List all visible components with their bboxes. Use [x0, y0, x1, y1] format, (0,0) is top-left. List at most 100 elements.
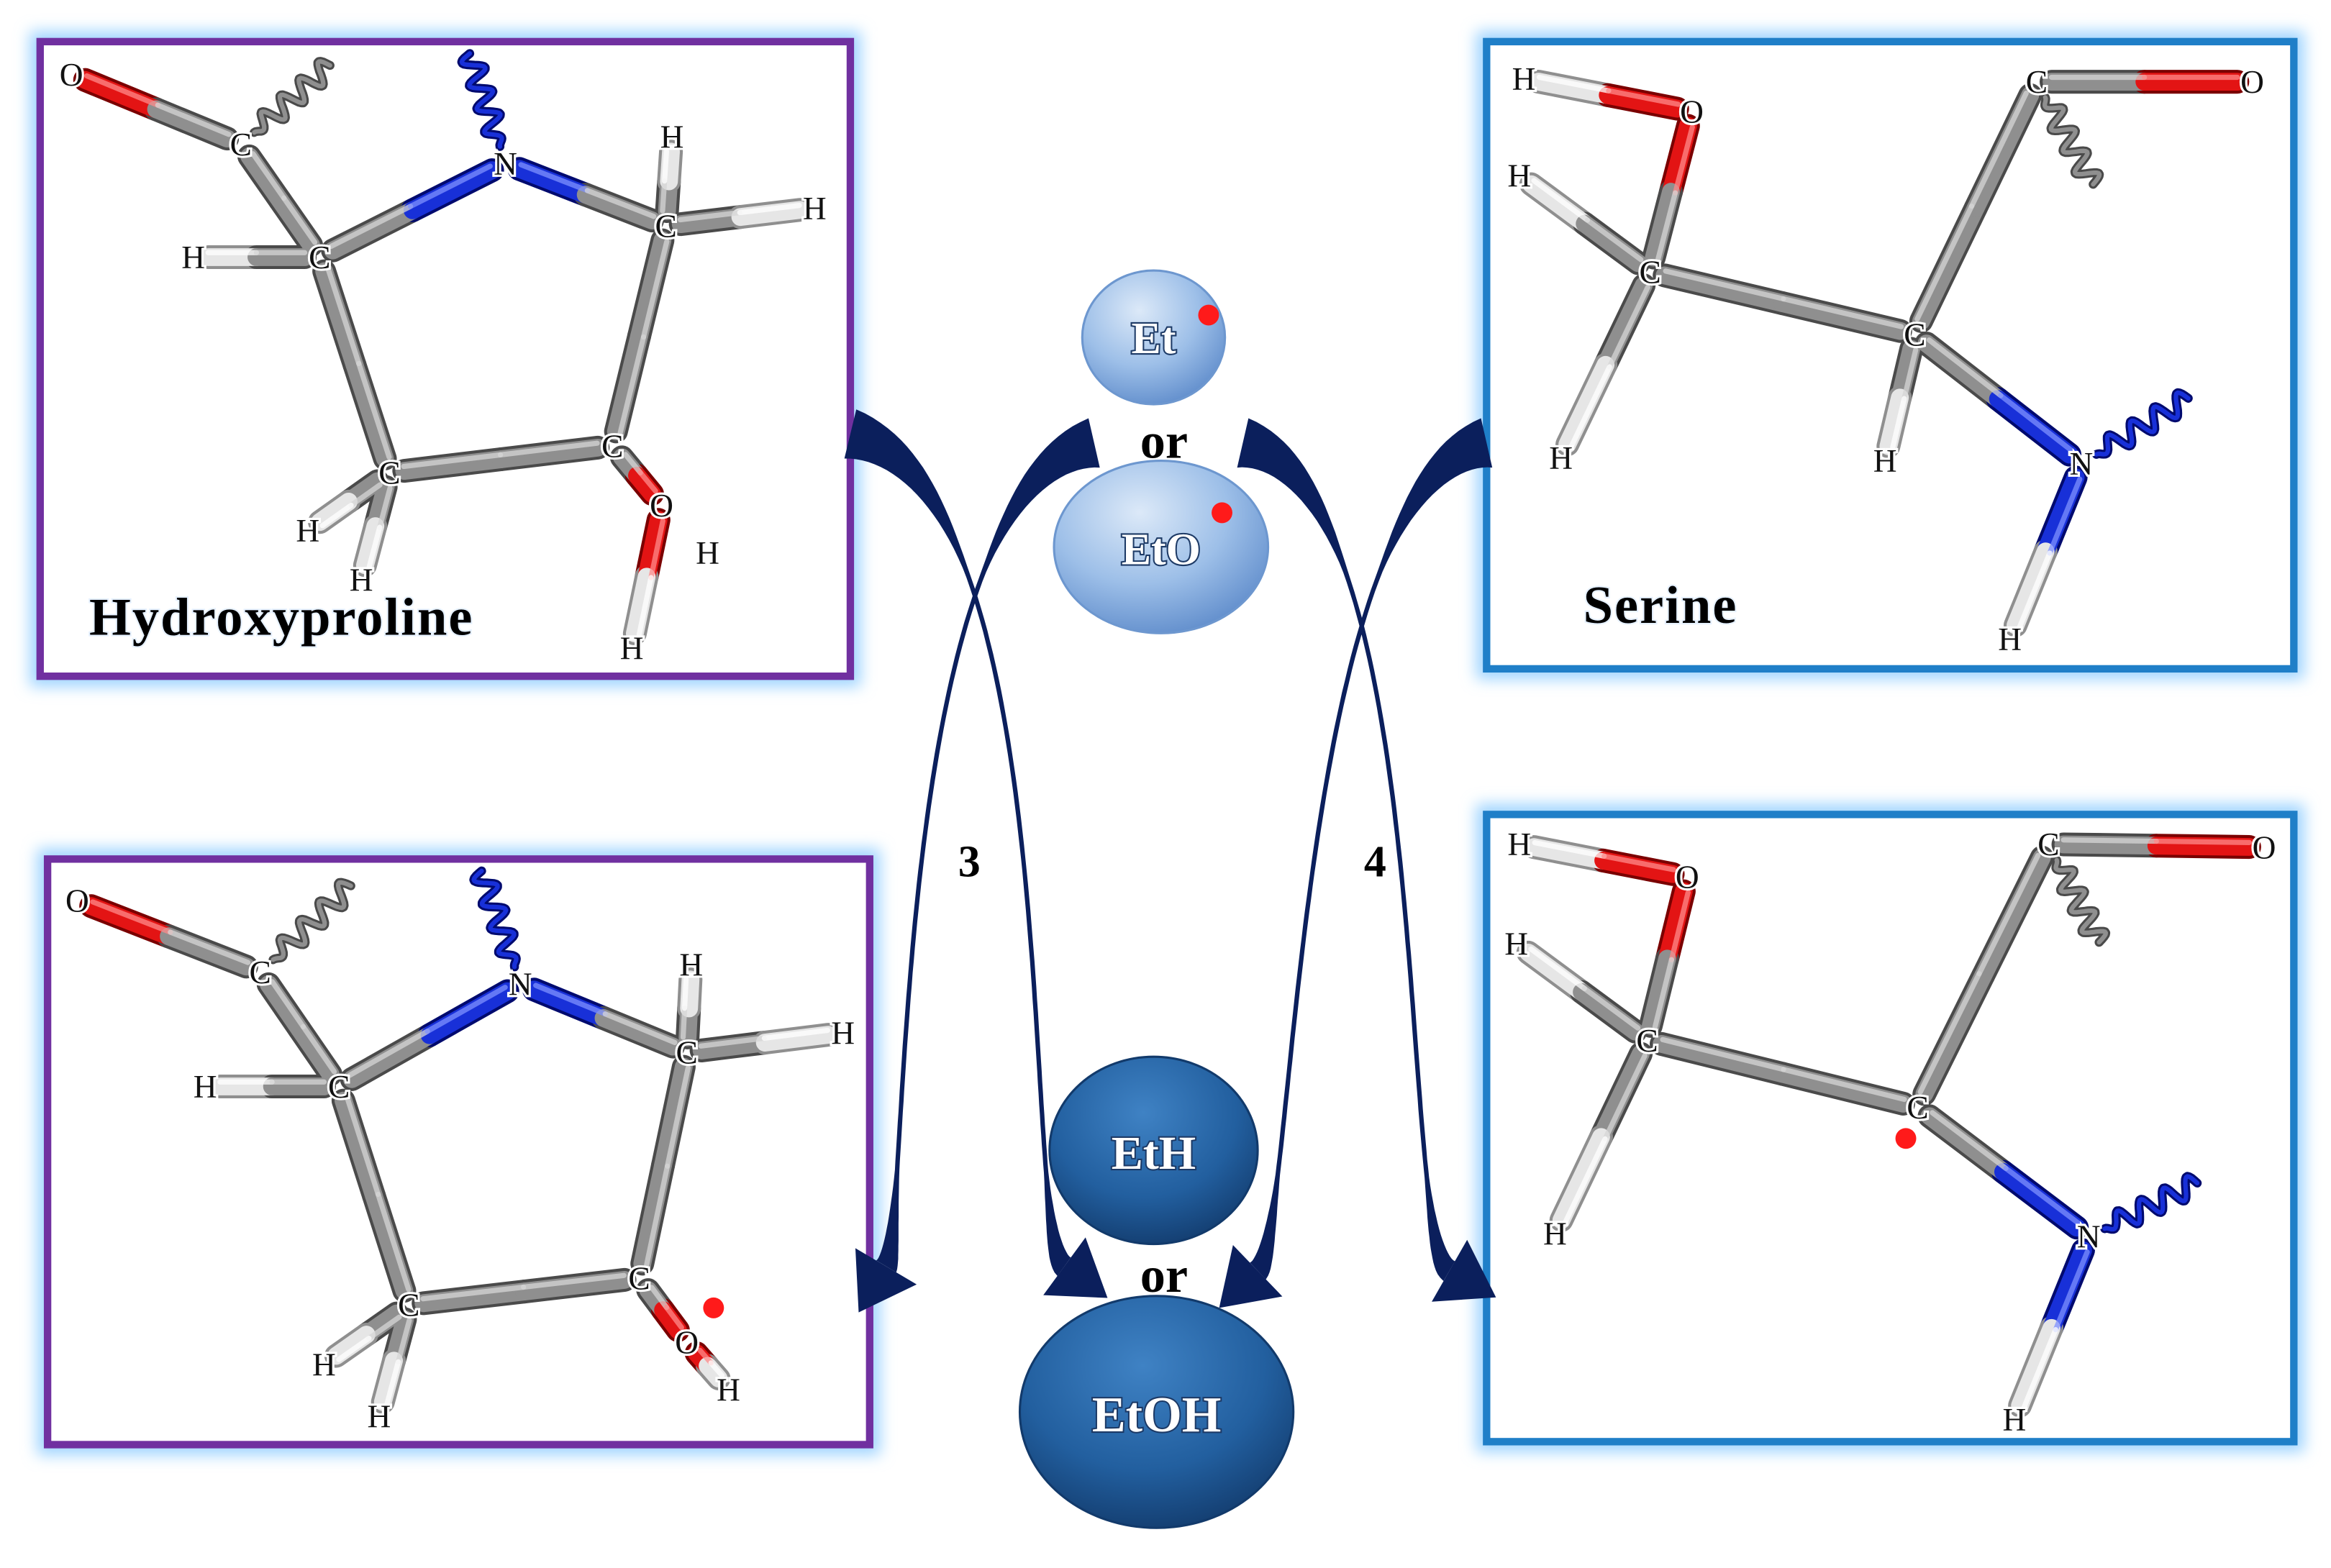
bond-shine	[325, 267, 362, 367]
bond-shine	[1781, 1067, 1907, 1103]
atom-label: C	[230, 126, 252, 163]
bond	[420, 982, 517, 1044]
bond-shine	[737, 202, 802, 216]
bond	[1912, 199, 1985, 330]
atom-label: C	[655, 208, 677, 245]
bond-shine	[681, 976, 689, 1011]
bond	[324, 201, 422, 260]
bond	[1655, 266, 1791, 312]
atom-label: H	[1512, 60, 1536, 97]
bond-shine	[2021, 1326, 2058, 1410]
attachment-squiggle	[2094, 390, 2191, 457]
attachment-squiggle	[2102, 1174, 2200, 1232]
bond-shine	[1528, 946, 1587, 991]
bond-shine	[1584, 217, 1644, 263]
bond-shine	[1531, 178, 1591, 223]
panel-frame	[43, 855, 873, 1449]
attachment-squiggle	[459, 51, 504, 149]
bond-shine	[2053, 1249, 2090, 1333]
reaction-arrows	[844, 409, 1496, 1313]
bond	[755, 1026, 837, 1052]
bond	[1573, 983, 1645, 1041]
attachment-squiggle	[252, 59, 332, 135]
bond	[1576, 214, 1648, 273]
product-eth: EtH	[1048, 1055, 1259, 1246]
atom-label: H	[350, 561, 373, 598]
bond	[414, 1282, 533, 1313]
bond	[1552, 1128, 1610, 1229]
bond	[1529, 73, 1617, 104]
product-etoh: EtOH	[1018, 1295, 1295, 1529]
bond	[1525, 838, 1612, 870]
atom-label: H	[679, 947, 703, 983]
atom-label: C	[676, 1034, 697, 1070]
reaction-arrow	[1237, 418, 1455, 1281]
bond	[1592, 1044, 1650, 1147]
bond-shine	[347, 1029, 430, 1078]
attachment-squiggle	[2053, 857, 2109, 945]
bond-shine	[319, 502, 354, 529]
bond-shine	[377, 486, 393, 530]
attachment-squiggles	[2040, 93, 2193, 459]
radical-dot	[1895, 1128, 1917, 1149]
bond	[345, 355, 394, 468]
bond-shine	[328, 204, 414, 250]
bond-shine	[1563, 1136, 1608, 1225]
bond-shine	[649, 1285, 670, 1311]
bond-highlights	[84, 73, 802, 637]
bond-shine	[356, 360, 392, 460]
reaction-arrow	[1249, 418, 1493, 1280]
bond	[491, 438, 607, 468]
panel-frame	[1483, 811, 2298, 1446]
atom-label: C	[601, 427, 623, 464]
atom-label: C	[628, 1260, 650, 1297]
bond-shine	[1914, 203, 1975, 322]
radical-dot	[703, 1297, 724, 1318]
reactant-bubble	[1053, 460, 1270, 634]
radical-dot	[1212, 502, 1232, 524]
bond-shine	[1568, 364, 1612, 450]
bond-shine	[1606, 88, 1681, 107]
atom-label: H	[660, 119, 684, 155]
bond	[654, 1301, 687, 1339]
bond-bodies	[1519, 835, 2258, 1415]
bond	[327, 1326, 376, 1365]
attachment-squiggle	[471, 868, 519, 970]
bond	[76, 70, 165, 119]
atom-label: H	[620, 629, 644, 666]
atom-label: H	[696, 534, 719, 571]
bond-shine	[665, 1065, 691, 1169]
bond-shine	[407, 163, 493, 209]
bond-shine	[697, 1347, 714, 1366]
bond-shine	[1652, 957, 1675, 1030]
bond-shine	[617, 334, 647, 435]
bond-shine	[1998, 393, 2075, 454]
atom-label: N	[2077, 1218, 2101, 1255]
bond-shine	[1917, 971, 1982, 1095]
atom-label: H	[312, 1346, 336, 1382]
bond	[514, 1271, 634, 1301]
bond	[692, 1034, 774, 1059]
bond-highlights	[1528, 837, 2253, 1410]
atom-label: H	[803, 190, 827, 227]
bond-shine	[281, 195, 318, 245]
reactant-bubble	[1081, 269, 1227, 406]
bond	[1558, 355, 1615, 454]
bond	[160, 927, 255, 976]
panel-frame	[36, 37, 855, 680]
atom-label: C	[1639, 254, 1660, 291]
bond	[1917, 334, 2007, 409]
bond-shine	[708, 1360, 725, 1379]
atom-label: H	[717, 1372, 740, 1408]
atom-label: C	[328, 1068, 350, 1105]
bond	[594, 1009, 682, 1056]
bond	[637, 511, 668, 586]
arrow-head	[1043, 1237, 1108, 1298]
bond-shine	[401, 452, 504, 470]
bond-shine	[497, 440, 600, 457]
bond-shine	[366, 524, 383, 570]
